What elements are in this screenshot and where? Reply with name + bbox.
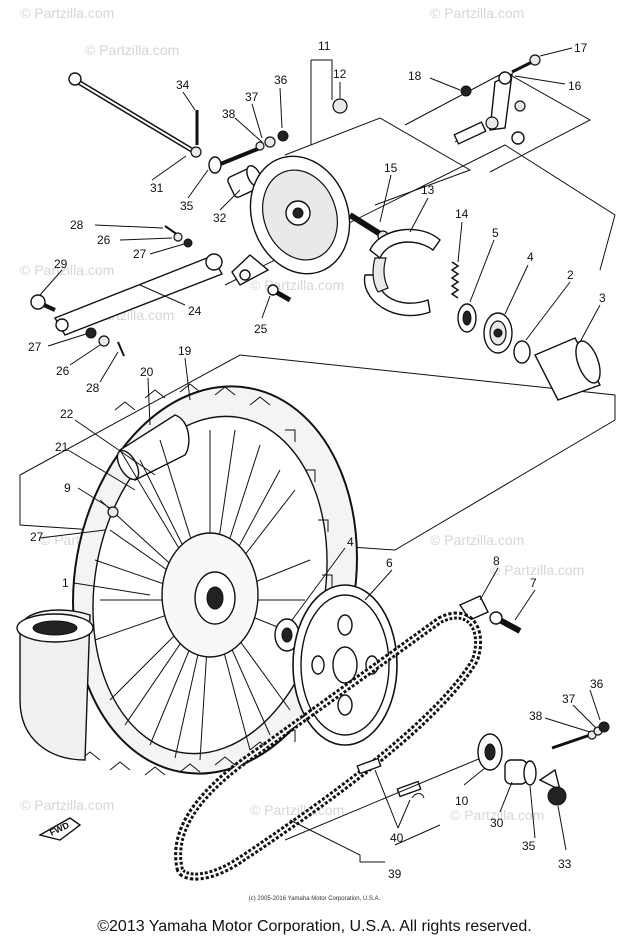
spacer [534, 337, 601, 401]
label-32: 32 [213, 211, 227, 225]
label-2: 2 [567, 268, 574, 282]
sprocket-bolt [458, 595, 522, 634]
forward-direction-arrow: FWD [38, 817, 82, 841]
watermark: © Partzilla.com [430, 532, 524, 548]
watermark: © Partzilla.com [450, 807, 544, 823]
drive-chain [174, 611, 483, 881]
wheel-hub [161, 532, 259, 658]
label-27-mid: 27 [28, 340, 42, 354]
label-13: 13 [421, 183, 435, 197]
brake-spring [450, 261, 460, 299]
label-40: 40 [390, 831, 404, 845]
label-5: 5 [492, 226, 499, 240]
assembly-outlines [19, 71, 616, 551]
label-34: 34 [176, 78, 190, 92]
label-16: 16 [568, 79, 582, 93]
watermark: © Partzilla.com [430, 5, 524, 21]
brake-shoes [363, 228, 441, 317]
spacer-flange [513, 340, 531, 364]
label-29: 29 [54, 257, 68, 271]
label-27-top: 27 [133, 247, 147, 261]
axle-nut-group-top [208, 130, 289, 174]
brake-arm [453, 54, 541, 145]
label-17: 17 [574, 41, 588, 55]
label-3: 3 [599, 291, 606, 305]
watermark: © Partzilla.com [20, 262, 114, 278]
watermark: © Partzilla.com [20, 5, 114, 21]
rear-sprocket [292, 584, 398, 746]
label-10: 10 [455, 794, 469, 808]
label-20: 20 [140, 365, 154, 379]
nut [332, 98, 348, 114]
footer-copyright: ©2013 Yamaha Motor Corporation, U.S.A. A… [97, 918, 532, 935]
tension-bar [53, 253, 224, 336]
label-21: 21 [55, 440, 69, 454]
tire-section-front [16, 609, 94, 761]
oil-seal [457, 303, 477, 333]
label-38-top: 38 [222, 107, 236, 121]
label-26-top: 26 [97, 233, 111, 247]
watermark: © Partzilla.com [250, 802, 344, 818]
axle-nut-group-bottom [284, 721, 610, 841]
label-33: 33 [558, 857, 572, 871]
rear-axle [68, 72, 202, 158]
label-12: 12 [333, 67, 347, 81]
label-24: 24 [188, 304, 202, 318]
brake-shoe-plate [231, 155, 351, 286]
watermark: © Partzilla.com [250, 277, 344, 293]
watermark: © Partzilla.com [490, 562, 584, 578]
chain-joint [356, 757, 425, 799]
label-4-bottom: 4 [347, 535, 354, 549]
label-35-bottom: 35 [522, 839, 536, 853]
fastener-set [30, 225, 292, 357]
label-38-bottom: 38 [529, 709, 543, 723]
label-31: 31 [150, 181, 164, 195]
label-30: 30 [490, 816, 504, 830]
label-1: 1 [62, 576, 69, 590]
label-27-bottom: 27 [30, 530, 44, 544]
label-11: 11 [318, 39, 331, 53]
label-7: 7 [530, 576, 537, 590]
label-25: 25 [254, 322, 268, 336]
small-copyright: (c) 2005-2016 Yamaha Motor Corporation, … [248, 896, 381, 902]
label-37-bottom: 37 [562, 692, 576, 706]
label-8: 8 [493, 554, 500, 568]
label-37-top: 37 [245, 90, 259, 104]
label-18: 18 [408, 69, 422, 83]
watermark: © Partzilla.com [20, 797, 114, 813]
label-36-bottom: 36 [590, 677, 604, 691]
label-6: 6 [386, 556, 393, 570]
watermark: © Partzilla.com [85, 42, 179, 58]
label-39: 39 [388, 867, 402, 881]
label-22: 22 [60, 407, 74, 421]
label-28-bottom: 28 [86, 381, 100, 395]
label-9: 9 [64, 481, 71, 495]
bearing-top [483, 312, 513, 354]
label-14: 14 [455, 207, 469, 221]
label-36-top: 36 [274, 73, 288, 87]
label-26-bottom: 26 [56, 364, 70, 378]
label-35-top: 35 [180, 199, 194, 213]
label-19: 19 [178, 344, 192, 358]
leader-lines [39, 47, 601, 863]
label-28-top: 28 [70, 218, 84, 232]
label-15: 15 [384, 161, 398, 175]
hub-bolt [107, 506, 119, 518]
label-4-top: 4 [527, 250, 534, 264]
part-labels: 11 12 17 16 18 34 36 37 38 31 35 32 15 1… [28, 39, 606, 881]
